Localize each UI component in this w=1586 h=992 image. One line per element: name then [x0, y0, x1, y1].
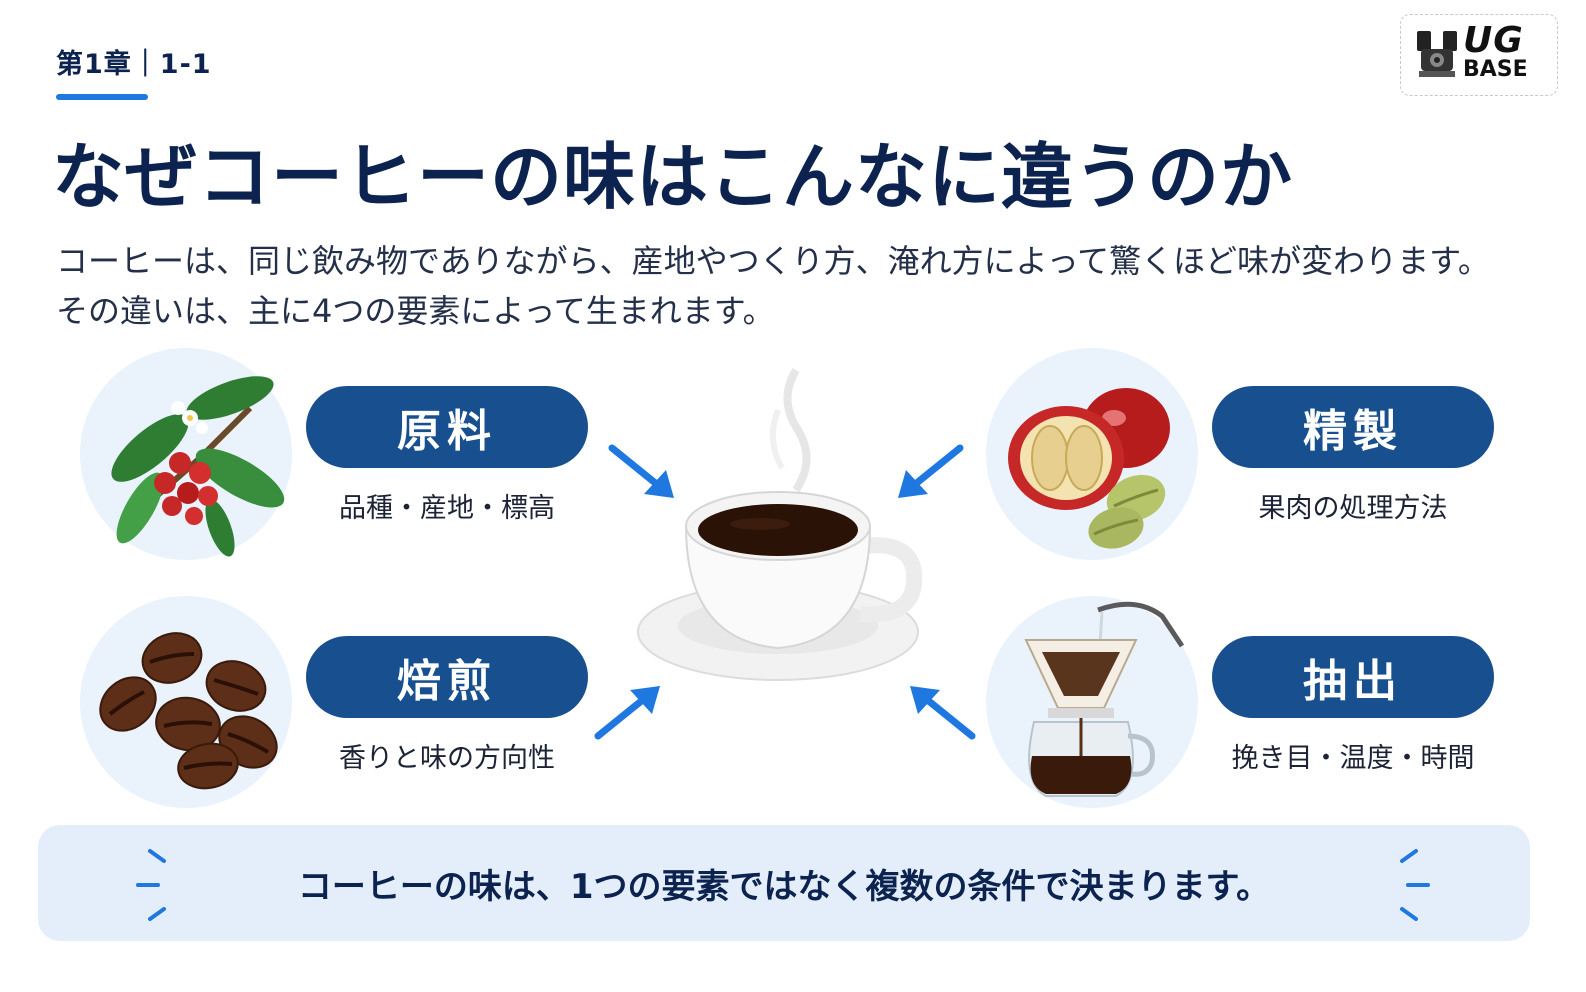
emphasis-lines-left-icon	[136, 849, 166, 921]
summary-text: コーヒーの味は、1つの要素ではなく複数の条件で決まります。	[297, 866, 1271, 907]
raw-material-circle	[80, 348, 292, 560]
chapter-label: 第1章｜1-1	[56, 49, 212, 80]
lead-text: コーヒーは、同じ飲み物でありながら、産地やつくり方、淹れ方によって驚くほど味が変…	[56, 236, 1490, 336]
coffee-cup-icon	[637, 367, 923, 681]
engine-icon	[1417, 31, 1457, 77]
logo-ug: UG	[1463, 20, 1524, 61]
lead-line: コーヒーは、同じ飲み物でありながら、産地やつくり方、淹れ方によって驚くほど味が変…	[56, 242, 1490, 280]
logo: UG BASE	[1400, 14, 1558, 96]
page-title: なぜコーヒーの味はこんなに違うのか	[52, 135, 1294, 219]
extraction-label: 抽出	[1212, 636, 1494, 718]
cherry-cross-section-icon	[1008, 388, 1170, 549]
emphasis-lines-right-icon	[1400, 849, 1430, 921]
arrow-top-left	[608, 444, 674, 498]
processing-caption: 果肉の処理方法	[1258, 493, 1448, 524]
chapter-underline	[56, 94, 148, 100]
raw-material-caption: 品種・産地・標高	[339, 493, 555, 524]
pour-over-dripper-icon	[1024, 601, 1185, 797]
arrow-bottom-right	[910, 686, 976, 740]
arrow-bottom-left	[594, 686, 660, 740]
extraction-circle	[986, 596, 1198, 808]
roasted-beans-icon	[99, 632, 278, 790]
arrow-top-right	[898, 444, 964, 498]
processing-label: 精製	[1212, 386, 1494, 468]
roasting-circle	[80, 596, 292, 808]
lead-line: その違いは、主に4つの要素によって生まれます。	[56, 292, 775, 330]
logo-base: BASE	[1463, 57, 1528, 82]
raw-material-label: 原料	[306, 386, 588, 468]
roasting-caption: 香りと味の方向性	[339, 743, 555, 774]
roasting-label: 焙煎	[306, 636, 588, 718]
extraction-caption: 挽き目・温度・時間	[1231, 743, 1475, 774]
processing-circle	[986, 348, 1198, 560]
summary-banner: コーヒーの味は、1つの要素ではなく複数の条件で決まります。	[38, 825, 1530, 941]
coffee-cherry-branch-icon	[111, 376, 285, 557]
